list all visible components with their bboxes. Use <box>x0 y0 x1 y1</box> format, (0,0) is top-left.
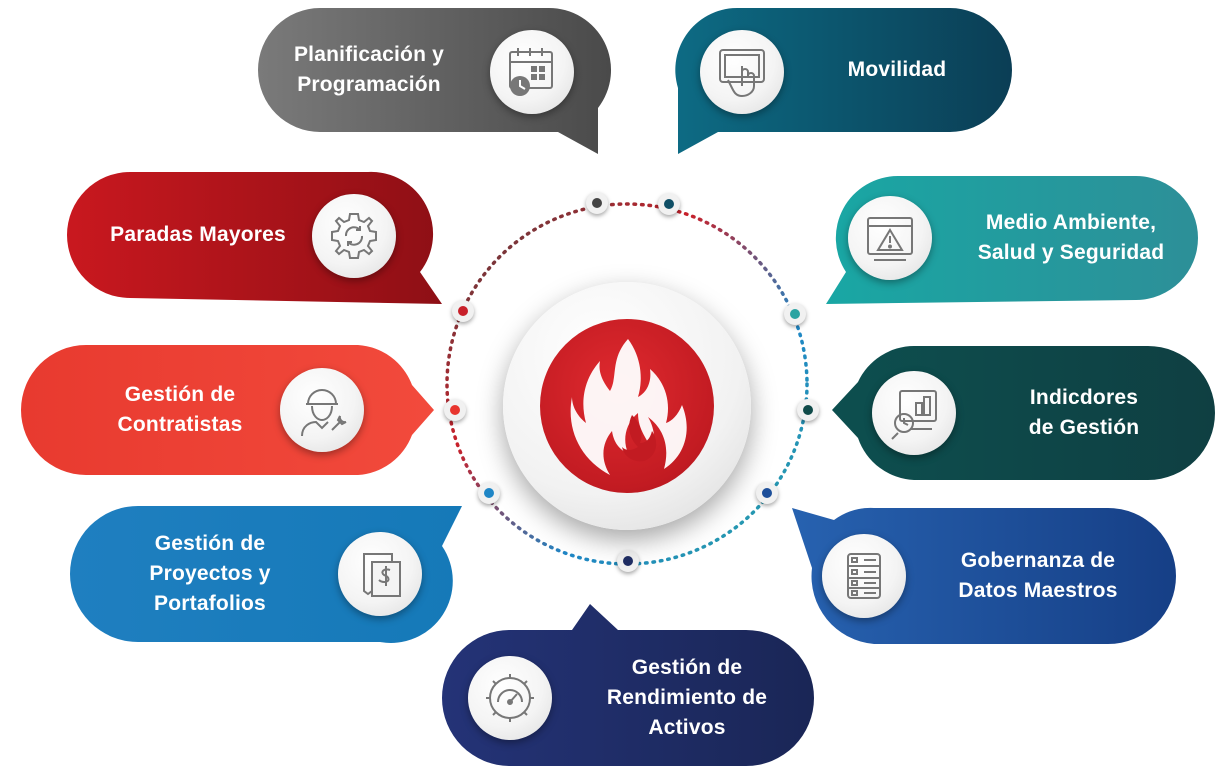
ring-dot-right-upper <box>784 303 806 325</box>
center-flame-badge <box>540 319 714 493</box>
icon-disc <box>872 371 956 455</box>
icon-disc <box>312 194 396 278</box>
flame-icon <box>570 339 687 475</box>
item-label: Gestión de Rendimiento de Activos <box>606 656 768 739</box>
ring-dot-right <box>797 399 819 421</box>
item-gobernanza: Gobernanza de Datos Maestros <box>792 507 1176 644</box>
server-icon <box>847 553 881 599</box>
gauge-gear-icon <box>486 674 534 722</box>
item-label: Gobernanza de Datos Maestros <box>958 549 1118 602</box>
item-rendimiento: Gestión de Rendimiento de Activos <box>442 604 816 766</box>
item-movilidad: Movilidad <box>675 7 1012 154</box>
item-indicadores: Indicdores de Gestión <box>832 346 1215 480</box>
ring-dot-bottom <box>617 550 639 572</box>
icon-disc <box>468 656 552 740</box>
item-label: Movilidad <box>847 58 947 81</box>
ring-dot-top-left <box>586 192 608 214</box>
item-planificacion: Planificación y Programación <box>258 7 612 154</box>
icon-disc <box>490 30 574 114</box>
item-label: Gestión de Proyectos y Portafolios <box>149 532 271 615</box>
icon-disc <box>338 532 422 616</box>
item-medio-ambiente: Medio Ambiente, Salud y Seguridad <box>826 175 1198 304</box>
item-label: Paradas Mayores <box>110 223 286 246</box>
ring-dot-left-lower <box>478 482 500 504</box>
gear-cycle-icon <box>331 213 377 259</box>
ring-dot-top-right <box>658 193 680 215</box>
monitor-chart-icon <box>891 390 937 440</box>
icon-disc <box>822 534 906 618</box>
ring-dot-left <box>444 399 466 421</box>
item-proyectos: Gestión de Proyectos y Portafolios <box>70 506 462 643</box>
item-contratistas: Gestión de Contratistas <box>21 345 434 475</box>
icon-disc <box>700 30 784 114</box>
item-label: Gestión de Contratistas <box>117 383 243 436</box>
ring-dot-right-lower <box>756 482 778 504</box>
item-paradas-mayores: Paradas Mayores <box>67 171 442 304</box>
touch-screen-icon <box>719 49 765 98</box>
item-label: Planificación y Programación <box>293 43 445 96</box>
ring-dot-left-upper <box>452 300 474 322</box>
icon-disc <box>848 196 932 280</box>
receipt-dollar-icon <box>363 553 401 597</box>
warning-window-icon <box>867 217 913 261</box>
calendar-clock-icon <box>509 48 553 96</box>
item-label: Indicdores de Gestión <box>1028 386 1140 439</box>
worker-wrench-icon <box>301 389 347 437</box>
item-label: Medio Ambiente, Salud y Seguridad <box>977 211 1165 264</box>
icon-disc <box>280 368 364 452</box>
